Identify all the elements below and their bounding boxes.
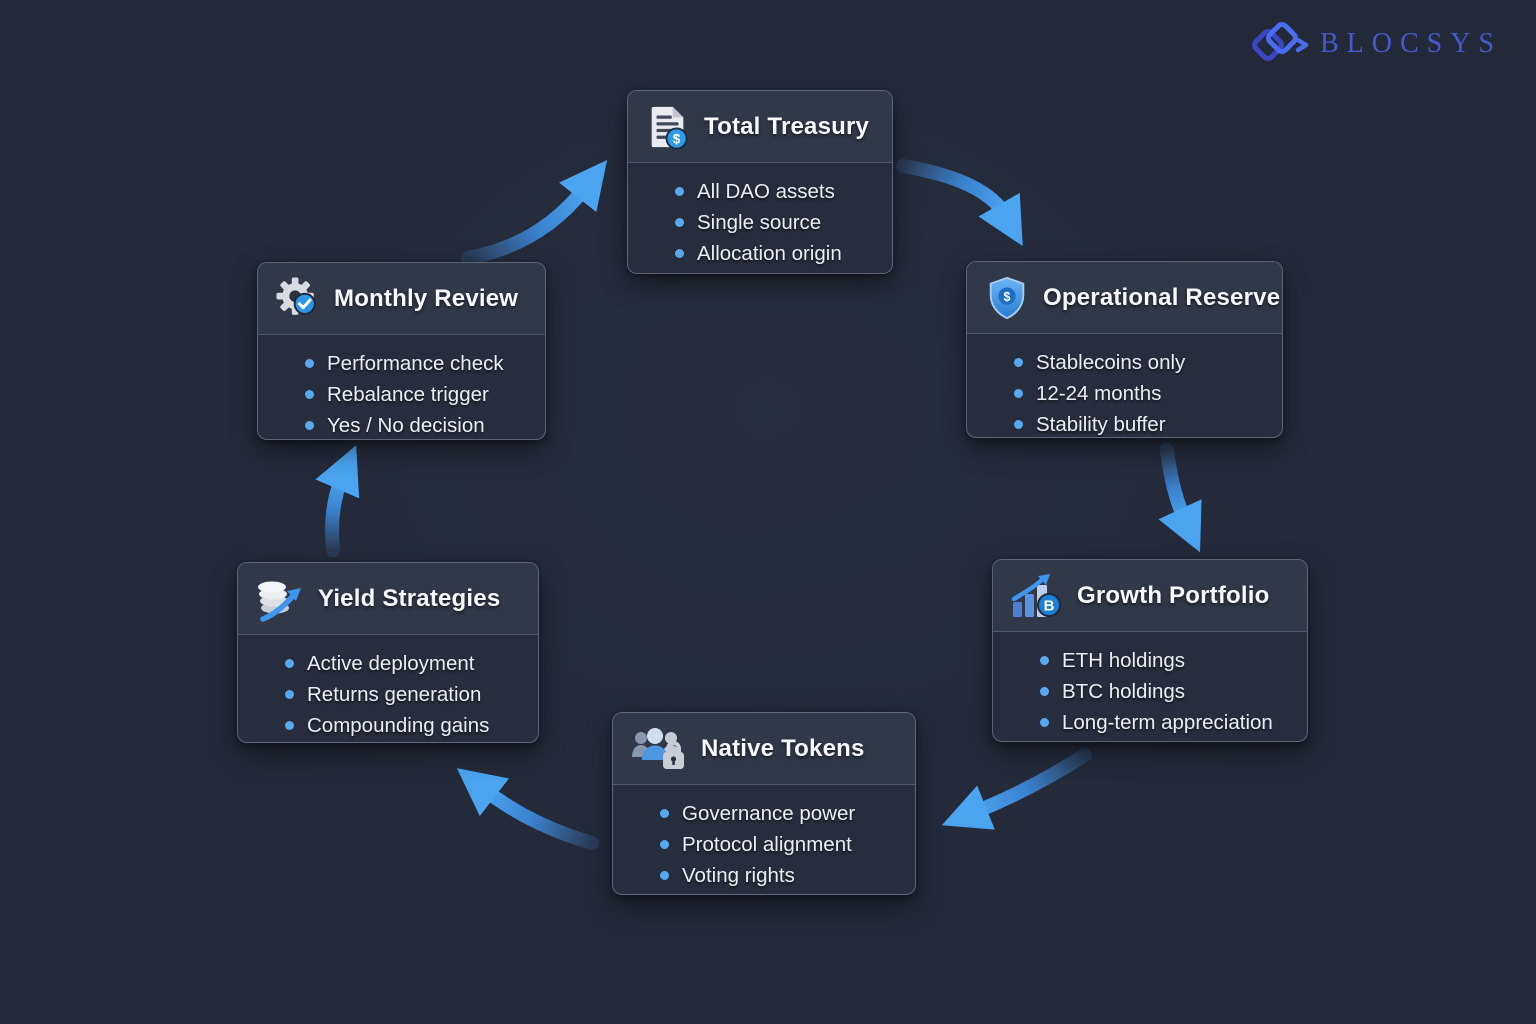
item-text: Rebalance trigger [327, 382, 489, 406]
bullet-dot [285, 690, 294, 699]
item-text: Governance power [682, 801, 856, 825]
list-item: Stability buffer [1014, 409, 1270, 437]
item-text: Returns generation [307, 682, 482, 706]
list-item: Long-term appreciation [1040, 707, 1295, 738]
card-operational-reserve: $ Operational Reserve Stablecoins only 1… [966, 261, 1283, 438]
item-text: Stablecoins only [1036, 350, 1186, 374]
card-title: Growth Portfolio [1077, 581, 1270, 609]
card-title: Operational Reserve [1043, 283, 1281, 311]
card-header: $ Total Treasury [628, 91, 892, 163]
bullet-dot [1014, 389, 1023, 398]
svg-text:$: $ [1004, 289, 1011, 303]
list-item: BTC holdings [1040, 676, 1295, 707]
card-growth-portfolio: B Growth Portfolio ETH holdings BTC hold… [992, 559, 1308, 742]
bullet-dot [1040, 687, 1049, 696]
card-title: Total Treasury [704, 112, 870, 140]
card-items: All DAO assets Single source Allocation … [628, 163, 892, 273]
card-title: Yield Strategies [318, 584, 501, 612]
list-item: All DAO assets [675, 176, 880, 207]
blocsys-logo-icon [1251, 22, 1309, 61]
card-header: Monthly Review [258, 263, 545, 335]
card-native-tokens: Native Tokens Governance power Protocol … [612, 712, 916, 895]
item-text: Active deployment [307, 651, 475, 675]
list-item: Yes / No decision [305, 410, 533, 439]
card-title: Native Tokens [701, 734, 865, 762]
list-item: Governance power [660, 798, 903, 829]
bullet-dot [660, 809, 669, 818]
card-header: Native Tokens [613, 713, 915, 785]
item-text: Protocol alignment [682, 832, 852, 856]
item-text: Yes / No decision [327, 413, 485, 437]
list-item: Active deployment [285, 648, 526, 679]
bullet-dot [285, 721, 294, 730]
bullet-dot [1040, 718, 1049, 727]
item-text: Stability buffer [1036, 412, 1166, 436]
item-text: Allocation origin [697, 241, 842, 265]
list-item: ETH holdings [1040, 645, 1295, 676]
brand-name: BLOCSYS [1319, 28, 1502, 59]
document-dollar-icon: $ [645, 104, 691, 150]
arrow-operational-reserve-to-growth-portfolio [1158, 443, 1202, 553]
card-items: Performance check Rebalance trigger Yes … [258, 335, 545, 439]
bullet-dot [1014, 420, 1023, 429]
svg-text:B: B [1044, 597, 1055, 614]
list-item: Compounding gains [285, 710, 526, 741]
bullet-dot [675, 218, 684, 227]
card-items: Stablecoins only 12-24 months Stability … [967, 334, 1282, 437]
bullet-dot [305, 390, 314, 399]
list-item: Rebalance trigger [305, 379, 533, 410]
item-text: Performance check [327, 351, 504, 375]
card-yield-strategies: Yield Strategies Active deployment Retur… [237, 562, 539, 743]
item-text: Long-term appreciation [1062, 710, 1273, 734]
item-text: ETH holdings [1062, 648, 1186, 672]
card-total-treasury: $ Total Treasury All DAO assets Single s… [627, 90, 893, 274]
bullet-dot [285, 659, 294, 668]
card-items: ETH holdings BTC holdings Long-term appr… [993, 632, 1307, 741]
bullet-dot [660, 840, 669, 849]
coins-arrow-icon [255, 576, 305, 622]
list-item: Protocol alignment [660, 829, 903, 860]
item-text: Voting rights [682, 863, 795, 887]
list-item: Performance check [305, 348, 533, 379]
item-text: 12-24 months [1036, 381, 1162, 405]
list-item: Allocation origin [675, 238, 880, 269]
card-header: $ Operational Reserve [967, 262, 1282, 334]
card-header: B Growth Portfolio [993, 560, 1307, 632]
bullet-dot [305, 421, 314, 430]
svg-text:$: $ [673, 131, 681, 146]
list-item: Stablecoins only [1014, 347, 1270, 378]
card-title: Monthly Review [334, 284, 519, 312]
list-item: 12-24 months [1014, 378, 1270, 409]
chart-bitcoin-icon: B [1010, 572, 1064, 620]
people-lock-icon [630, 726, 688, 772]
item-text: BTC holdings [1062, 679, 1186, 703]
gear-check-icon [275, 276, 321, 322]
arrow-monthly-review-to-total-treasury [461, 159, 608, 265]
list-item: Voting rights [660, 860, 903, 891]
bullet-dot [675, 187, 684, 196]
shield-dollar-icon: $ [984, 275, 1030, 321]
item-text: All DAO assets [697, 179, 835, 203]
list-item: Single source [675, 207, 880, 238]
bullet-dot [675, 249, 684, 258]
arrow-total-treasury-to-operational-reserve [896, 159, 1023, 246]
arrow-growth-portfolio-to-native-tokens [941, 748, 1092, 830]
card-items: Active deployment Returns generation Com… [238, 635, 538, 742]
bullet-dot [1040, 656, 1049, 665]
card-header: Yield Strategies [238, 563, 538, 635]
bullet-dot [305, 359, 314, 368]
card-items: Governance power Protocol alignment Voti… [613, 785, 915, 894]
bullet-dot [660, 871, 669, 880]
brand-logo: BLOCSYS [1246, 18, 1502, 70]
arrow-yield-strategies-to-monthly-review [315, 445, 360, 557]
list-item: Returns generation [285, 679, 526, 710]
bullet-dot [1014, 358, 1023, 367]
arrow-native-tokens-to-yield-strategies [456, 768, 599, 850]
card-monthly-review: Monthly Review Performance check Rebalan… [257, 262, 546, 440]
item-text: Single source [697, 210, 822, 234]
item-text: Compounding gains [307, 713, 490, 737]
